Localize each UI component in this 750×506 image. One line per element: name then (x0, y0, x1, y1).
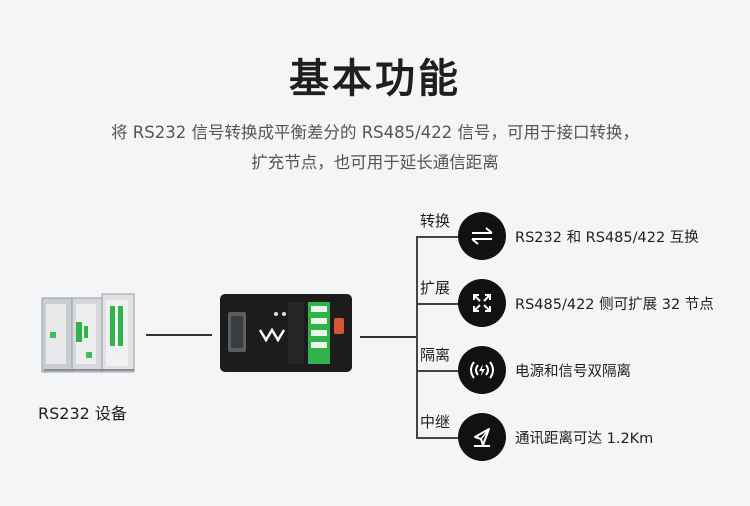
feature-label-relay: 中继 (420, 413, 451, 431)
feature-text-expand: RS485/422 侧可扩展 32 节点 (515, 297, 714, 313)
page-subtitle: 将 RS232 信号转换成平衡差分的 RS485/422 信号，可用于接口转换，… (40, 118, 710, 178)
feature-bracket-branch-3 (416, 370, 460, 372)
feature-label-expand: 扩展 (420, 279, 451, 297)
feature-bracket-branch-1 (416, 236, 460, 238)
subtitle-line-1: 将 RS232 信号转换成平衡差分的 RS485/422 信号，可用于接口转换， (111, 123, 639, 142)
feature-text-relay: 通讯距离可达 1.2Km (515, 431, 654, 447)
rs232-device-label: RS232 设备 (38, 404, 127, 423)
expand-arrows-icon (458, 279, 506, 327)
relay-send-icon (458, 413, 506, 461)
feature-text-isolate: 电源和信号双隔离 (515, 364, 631, 380)
feature-bracket-branch-2 (416, 303, 460, 305)
feature-text-convert: RS232 和 RS485/422 互换 (515, 230, 699, 246)
subtitle-line-2: 扩充节点，也可用于延长通信距离 (251, 153, 499, 172)
converter-to-features-line (360, 336, 416, 338)
device-to-converter-line (146, 334, 212, 336)
converter-module-image (220, 294, 352, 372)
isolation-signal-icon (458, 346, 506, 394)
page-title: 基本功能 (289, 56, 461, 102)
feature-bracket-branch-4 (416, 437, 460, 439)
swap-arrows-icon (458, 212, 506, 260)
feature-label-isolate: 隔离 (420, 346, 451, 364)
rs232-device-image (41, 293, 135, 373)
feature-label-convert: 转换 (420, 212, 451, 230)
feature-bracket (416, 237, 418, 437)
